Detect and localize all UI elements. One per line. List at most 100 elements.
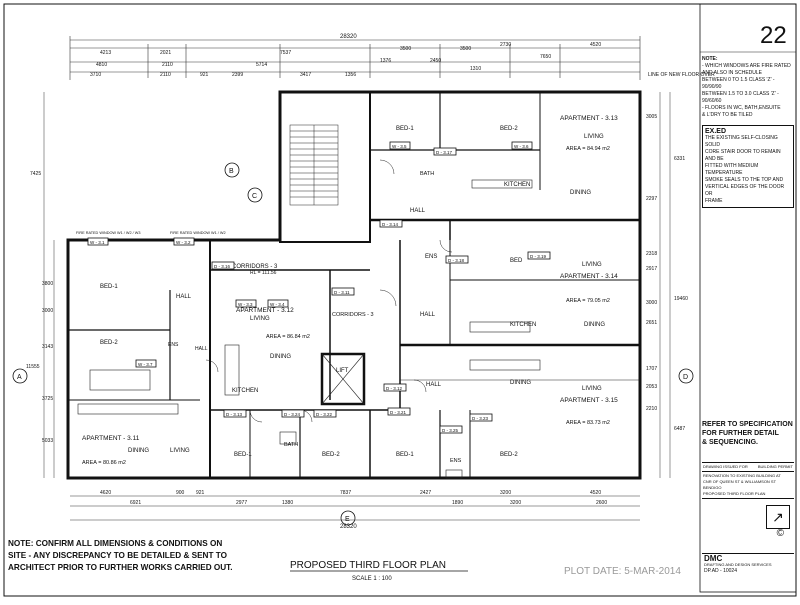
a313-kitchen-label: KITCHEN <box>504 182 530 188</box>
svg-text:W - 3.4: W - 3.4 <box>270 302 285 307</box>
svg-text:D - 3.18: D - 3.18 <box>448 258 465 263</box>
dim-right-1: 3005 <box>646 114 657 120</box>
a311-ens-label: ENS <box>168 342 179 348</box>
a313-living-label: LIVING <box>584 134 604 140</box>
dim-left-3: 3000 <box>42 308 53 314</box>
svg-text:D: D <box>683 374 688 381</box>
a314-ens-label: ENS <box>425 254 437 260</box>
refer-line-3: & SEQUENCING. <box>702 439 759 446</box>
dim-top-4: 3500 <box>400 46 411 52</box>
dim-bottom-4: 7837 <box>340 490 351 496</box>
svg-text:D - 3.25: D - 3.25 <box>442 428 459 433</box>
exed-line-1: THE EXISTING SELF-CLOSING SOLID <box>705 135 778 148</box>
dim-right-12: 6487 <box>674 426 685 432</box>
dim-right-4: 2318 <box>646 251 657 257</box>
a311-hall-label: HALL <box>176 294 192 300</box>
a315-hall-label: HALL <box>426 382 442 388</box>
dim-top2-5: 2450 <box>430 58 441 64</box>
a315-dining-label: DINING <box>510 380 531 386</box>
dim-top2-4: 1376 <box>380 58 391 64</box>
a311-bed1-label: BED-1 <box>100 284 118 290</box>
a314-area: AREA = 79.05 m2 <box>566 298 610 304</box>
a312-bath-label: BATH <box>284 442 298 448</box>
svg-text:D - 3.11: D - 3.11 <box>334 290 350 295</box>
grid-bubbles: A B C D E <box>12 162 694 526</box>
svg-text:D - 3.14: D - 3.14 <box>382 222 399 227</box>
svg-text:D - 3.21: D - 3.21 <box>390 410 407 415</box>
a312-area: AREA = 86.84 m2 <box>266 334 310 340</box>
svg-text:W - 3.2: W - 3.2 <box>176 240 191 245</box>
a315-living-label: LIVING <box>582 386 602 392</box>
dim-top3-4: 2399 <box>232 72 243 78</box>
exed-line-4: SMOKE SEALS TO THE TOP AND <box>705 177 784 183</box>
dim-bottom2-3: 1380 <box>282 500 293 506</box>
plan-scale: SCALE 1 : 100 <box>352 576 392 582</box>
dim-left-1: 7425 <box>30 171 41 177</box>
dim-bottom2-1: 6921 <box>130 500 141 506</box>
note-line-4: BETWEEN 1.5 TO 3.0 CLASS 'Z' - 90/60/60 <box>702 91 779 104</box>
exed-heading: EX.ED <box>705 128 727 135</box>
fire-window-note-b: FIRE RATED WINDOW W1 / W2 <box>170 231 226 235</box>
dim-top-overall: 28320 <box>340 34 357 40</box>
svg-text:C: C <box>252 193 257 200</box>
window-tags: W - 3.1 W - 3.2 W - 3.3 W - 3.4 W - 3.5 … <box>87 141 533 368</box>
dim-left-6: 3725 <box>42 396 53 402</box>
dim-top2-2: 2110 <box>162 62 173 68</box>
exed-line-2: CORE STAIR DOOR TO REMAIN AND BE <box>705 149 781 162</box>
issued-for-label: DRAWING ISSUED FOR <box>703 464 748 469</box>
copyright-icon: © <box>776 528 784 539</box>
a311-hall2-label: HALL <box>195 346 208 352</box>
exed-line-3: FITTED WITH MEDIUM TEMPERATURE <box>705 163 759 176</box>
a315-bed1-label: BED-1 <box>396 452 414 458</box>
a314-living-label: LIVING <box>582 262 602 268</box>
dim-bottom-1: 4620 <box>100 490 111 496</box>
dim-right-10: 2053 <box>646 384 657 390</box>
dim-top2-3: 5714 <box>256 62 267 68</box>
dim-right-5: 2917 <box>646 266 657 272</box>
svg-text:W - 3.1: W - 3.1 <box>90 240 105 245</box>
note-line-2: AND ALSO IN SCHEDULE <box>702 70 763 76</box>
exed-line-6: FRAME <box>705 198 723 204</box>
dim-left-7: 5033 <box>42 438 53 444</box>
dim-right-11: 2210 <box>646 406 657 412</box>
exed-box: EX.ED THE EXISTING SELF-CLOSING SOLID CO… <box>702 125 794 208</box>
svg-text:W - 3.7: W - 3.7 <box>138 362 153 367</box>
a311-living-label: LIVING <box>170 448 190 454</box>
title-block: DRAWING ISSUED FOR BUILDING PERMIT RENOV… <box>702 462 794 591</box>
firm-sub: DRAFTING AND DESIGN SERVICES <box>704 562 772 567</box>
svg-text:W - 3.6: W - 3.6 <box>514 144 529 149</box>
confirm-line-2: SITE - ANY DISCREPANCY TO BE DETAILED & … <box>8 551 227 560</box>
door-swings <box>205 159 453 423</box>
svg-text:D - 3.17: D - 3.17 <box>436 150 453 155</box>
desc-line-1: RENOVATION TO EXISTING BUILDING AT <box>703 473 781 478</box>
dim-top-7: 4520 <box>590 42 601 48</box>
dim-bottom2-2: 2977 <box>236 500 247 506</box>
dim-top2-6: 1310 <box>470 66 481 72</box>
dim-top-2: 2021 <box>160 50 171 56</box>
drawing-number: DP.AD - 10024 <box>704 568 737 574</box>
dim-bottom2-5: 3200 <box>510 500 521 506</box>
svg-text:E: E <box>345 516 350 523</box>
dim-top2-1: 4810 <box>96 62 107 68</box>
line-of-new-floor: LINE OF NEW FLOOR OVER <box>648 72 715 78</box>
dim-top3-2: 2110 <box>160 72 171 78</box>
corridors-label: CORRIDORS - 3 <box>232 264 278 270</box>
a315-label: APARTMENT - 3.15 <box>560 397 618 404</box>
note-line-1: - WHICH WINDOWS ARE FIRE RATED <box>702 63 791 69</box>
refer-line-1: REFER TO SPECIFICATION <box>702 421 793 428</box>
a315-area: AREA = 83.73 m2 <box>566 420 610 426</box>
building-walls <box>66 90 642 480</box>
a312-dining-label: DINING <box>270 354 291 360</box>
a312-living-label: LIVING <box>250 316 270 322</box>
svg-text:D - 3.13: D - 3.13 <box>226 412 243 417</box>
corridors2-label: CORRIDORS - 3 <box>332 312 374 318</box>
svg-text:A: A <box>17 374 22 381</box>
a313-bed1-label: BED-1 <box>396 126 414 132</box>
dim-right-2: 6331 <box>674 156 685 162</box>
dim-left-4: 3143 <box>42 344 53 350</box>
a312-bed1-label: BED-1 <box>234 452 252 458</box>
svg-text:D - 3.22: D - 3.22 <box>316 412 333 417</box>
a315-ens-label: ENS <box>450 458 462 464</box>
a312-label: APARTMENT - 3.12 <box>236 307 294 314</box>
dim-right-8: 2651 <box>646 320 657 326</box>
